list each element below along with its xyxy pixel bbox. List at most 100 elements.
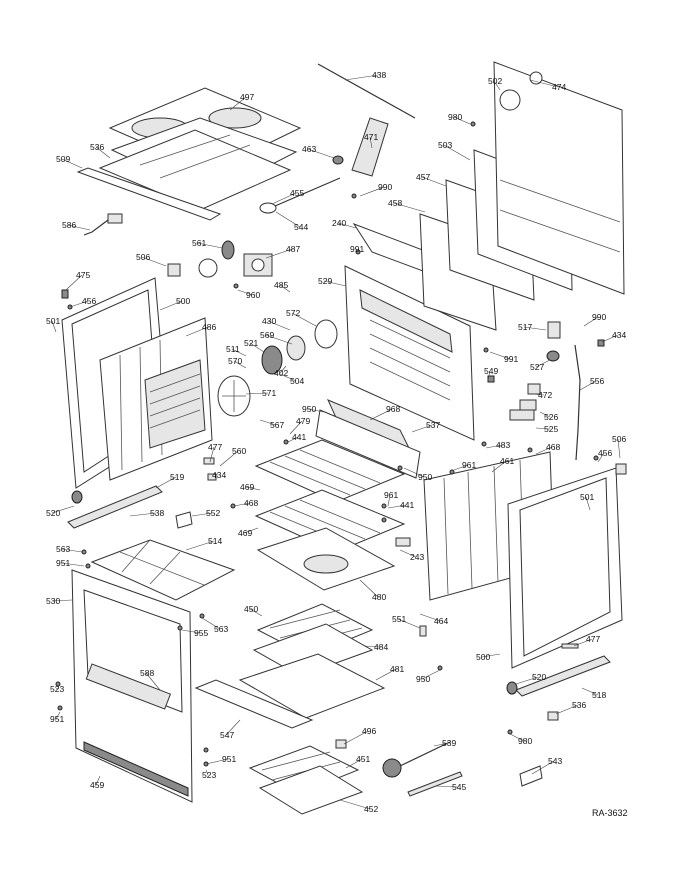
- callout-leader: [55, 711, 61, 720]
- callout-leader: [411, 424, 433, 433]
- duct-cover-part: [315, 409, 421, 479]
- callout-leader: [185, 326, 209, 337]
- callout-leader: [307, 148, 335, 159]
- callout-leader: [279, 284, 291, 293]
- callout-label: 536: [90, 142, 104, 152]
- callout-label: 586: [62, 220, 76, 230]
- callout-leader: [159, 300, 183, 311]
- callout-leader: [65, 274, 83, 291]
- left-slide-part: [67, 485, 163, 529]
- screw-part: [351, 193, 357, 199]
- callout-leader: [229, 96, 247, 111]
- callout-label: 504: [290, 376, 304, 386]
- callout-label: 961: [462, 460, 476, 470]
- callout-label: 463: [302, 144, 316, 154]
- switch-block-part: [509, 409, 535, 421]
- callout-label: 458: [388, 198, 402, 208]
- callout-leader: [237, 289, 253, 296]
- callout-label: 468: [244, 498, 258, 508]
- callout-leader: [585, 496, 591, 511]
- callout-label: 484: [374, 642, 388, 652]
- callout-label: 451: [356, 754, 370, 764]
- lower-panel-part: [194, 679, 314, 729]
- callout-label: 487: [286, 244, 300, 254]
- callout-label: 485: [274, 280, 288, 290]
- callout-label: 950: [418, 472, 432, 482]
- rear-wall-part: [493, 61, 625, 295]
- screw-part: [55, 681, 61, 687]
- callout-label: 506: [612, 434, 626, 444]
- callout-leader: [387, 494, 391, 507]
- callout-leader: [491, 460, 507, 473]
- callout-label: 483: [496, 440, 510, 450]
- callout-leader: [339, 799, 371, 810]
- callout-leader: [597, 452, 605, 463]
- callout-label: 990: [592, 312, 606, 322]
- bracket-part: [547, 711, 559, 721]
- bracket-part: [175, 511, 193, 529]
- callout-label: 502: [488, 76, 502, 86]
- callout-leader: [55, 687, 59, 690]
- callout-label: 551: [392, 614, 406, 624]
- callout-leader: [205, 769, 209, 776]
- callout-leader: [359, 579, 379, 598]
- callout-label: 950: [416, 674, 430, 684]
- roller-part: [71, 490, 83, 504]
- callout-label: 474: [552, 82, 566, 92]
- callout-label: 991: [350, 244, 364, 254]
- callout-label: 571: [262, 388, 276, 398]
- callout-label: 570: [228, 356, 242, 366]
- callout-leader: [535, 359, 551, 368]
- motor-part: [243, 253, 273, 277]
- sensor-wire-part: [83, 213, 123, 236]
- callout-leader: [323, 280, 347, 287]
- callout-leader: [141, 256, 167, 267]
- callout-label: 496: [362, 726, 376, 736]
- clip-part: [61, 289, 69, 299]
- callout-leader: [51, 505, 75, 514]
- callout-leader: [531, 393, 545, 396]
- callout-leader: [181, 629, 201, 634]
- callout-label: 501: [46, 316, 60, 326]
- screw-part: [381, 503, 387, 509]
- callout-leader: [155, 476, 177, 489]
- seal-ring-part: [198, 258, 218, 278]
- callout-leader: [344, 74, 379, 81]
- callout-label: 434: [212, 470, 226, 480]
- callout-leader: [245, 486, 261, 491]
- callout-label: 480: [372, 592, 386, 602]
- callout-label: 441: [292, 432, 306, 442]
- callout-leader: [233, 360, 247, 369]
- callout-leader: [531, 760, 555, 775]
- callout-leader: [529, 79, 559, 88]
- callout-label: 520: [46, 508, 60, 518]
- callout-label: 456: [82, 296, 96, 306]
- callout-label: 471: [364, 132, 378, 142]
- callout-label: 520: [532, 672, 546, 682]
- callout-label: 456: [598, 448, 612, 458]
- harness-part: [574, 344, 581, 461]
- callout-leader: [191, 512, 213, 517]
- clip-part: [395, 537, 411, 547]
- callout-leader: [61, 548, 83, 553]
- callout-leader: [95, 775, 101, 786]
- callout-label: 402: [274, 368, 288, 378]
- callout-leader: [355, 248, 361, 253]
- callout-leader: [387, 504, 407, 509]
- reference-code: RA-3632: [592, 808, 628, 818]
- callout-leader: [345, 758, 363, 769]
- callout-leader: [435, 785, 459, 788]
- callout-leader: [581, 687, 599, 696]
- knob-part: [332, 155, 344, 165]
- clip-part: [597, 339, 605, 347]
- clip-part: [203, 457, 215, 465]
- callout-label: 523: [50, 684, 64, 694]
- fan-blade-part: [286, 335, 306, 361]
- callout-leader: [369, 408, 393, 421]
- callout-label: 563: [214, 624, 228, 634]
- callout-leader: [399, 549, 417, 558]
- callout-label: 950: [302, 404, 316, 414]
- callout-leader: [95, 146, 111, 159]
- callout-label: 539: [442, 738, 456, 748]
